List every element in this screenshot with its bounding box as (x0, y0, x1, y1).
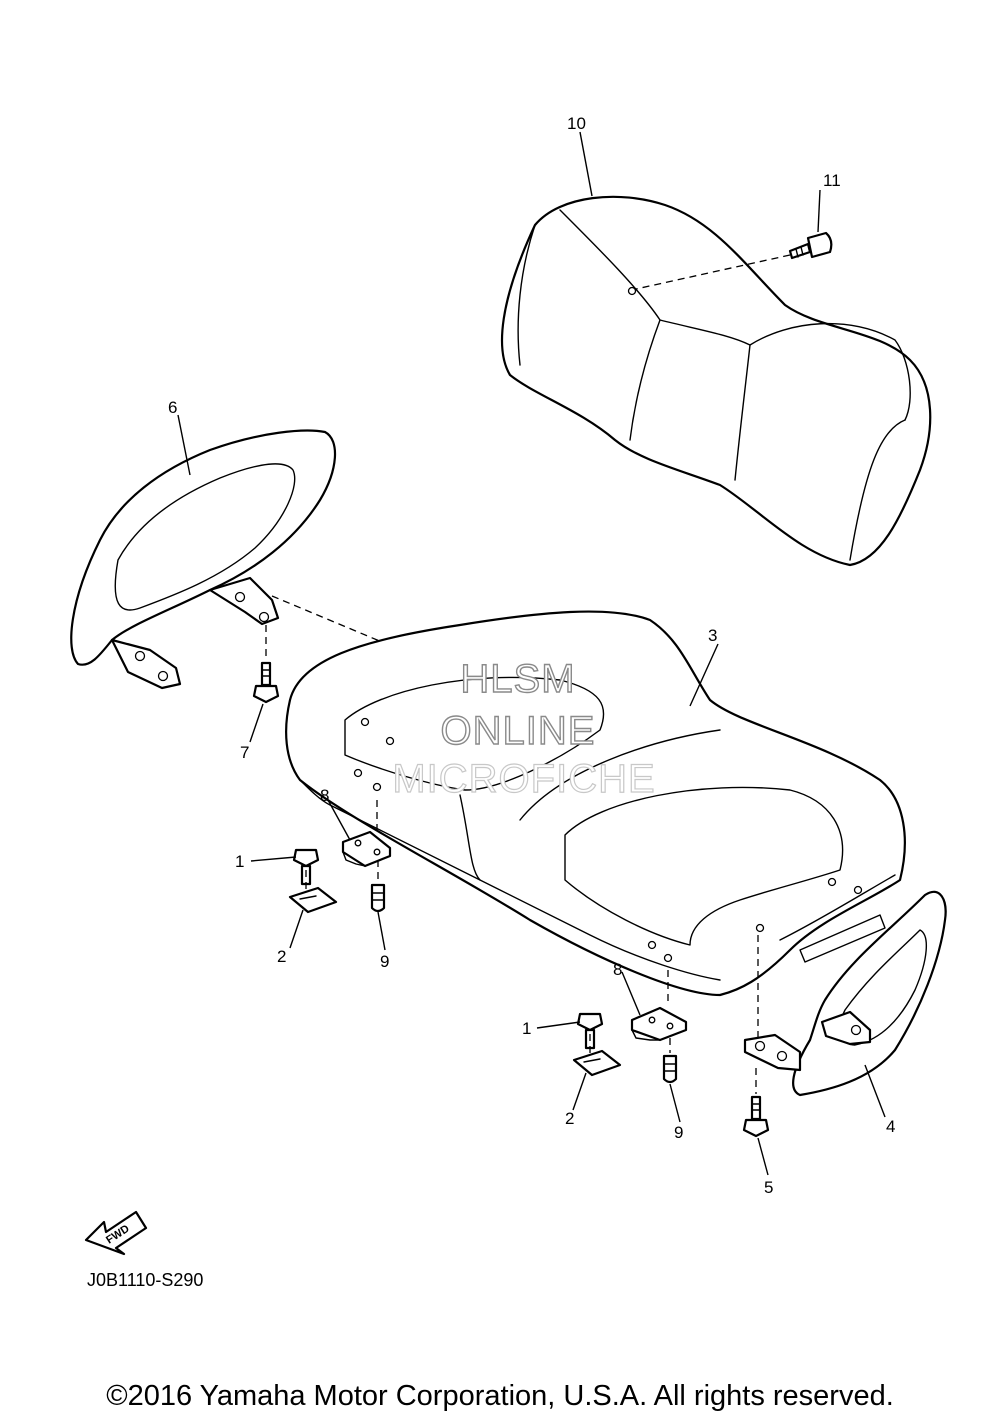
seat-backrest[interactable] (501, 195, 932, 567)
leader-lines (177, 131, 886, 1176)
watermark: HLSM ONLINE MICROFICHE (392, 656, 656, 801)
callout-5: 5 (764, 1178, 773, 1197)
bolt-11[interactable] (788, 231, 833, 260)
bolt-1-right[interactable] (576, 1012, 604, 1050)
callout-6: 6 (168, 398, 177, 417)
diagram-reference-code: J0B1110-S290 (87, 1270, 204, 1290)
clip-8-left[interactable] (341, 830, 392, 868)
watermark-line-1: HLSM (460, 657, 575, 701)
callout-10: 10 (567, 114, 586, 133)
screw-9-right[interactable] (662, 1054, 678, 1084)
callout-9-right: 9 (674, 1123, 683, 1142)
callout-1-left: 1 (235, 852, 244, 871)
watermark-line-2: ONLINE (441, 709, 596, 753)
callout-1-right: 1 (522, 1019, 531, 1038)
seat-cushion[interactable] (285, 610, 906, 997)
callout-3: 3 (708, 626, 717, 645)
copyright-notice: ©2016 Yamaha Motor Corporation, U.S.A. A… (106, 1380, 894, 1412)
front-grab-handle[interactable] (70, 429, 337, 690)
callout-9-left: 9 (380, 952, 389, 971)
screw-9-left[interactable] (370, 883, 386, 913)
callout-8-right: 8 (613, 960, 622, 979)
forward-arrow-icon: FWD (84, 1210, 148, 1256)
watermark-line-3: MICROFICHE (392, 757, 655, 801)
bolt-7[interactable] (252, 661, 280, 704)
nut-plate-2-left[interactable] (288, 886, 338, 914)
clip-8-right[interactable] (630, 1006, 688, 1042)
callout-4: 4 (886, 1117, 895, 1136)
bolt-5[interactable] (742, 1095, 770, 1138)
nut-plate-2-right[interactable] (572, 1049, 622, 1077)
bolt-1-left[interactable] (292, 848, 320, 886)
callout-2-right: 2 (565, 1109, 574, 1128)
callout-2-left: 2 (277, 947, 286, 966)
callout-11: 11 (823, 171, 841, 190)
callout-8-left: 8 (320, 786, 329, 805)
callout-7: 7 (240, 743, 249, 762)
